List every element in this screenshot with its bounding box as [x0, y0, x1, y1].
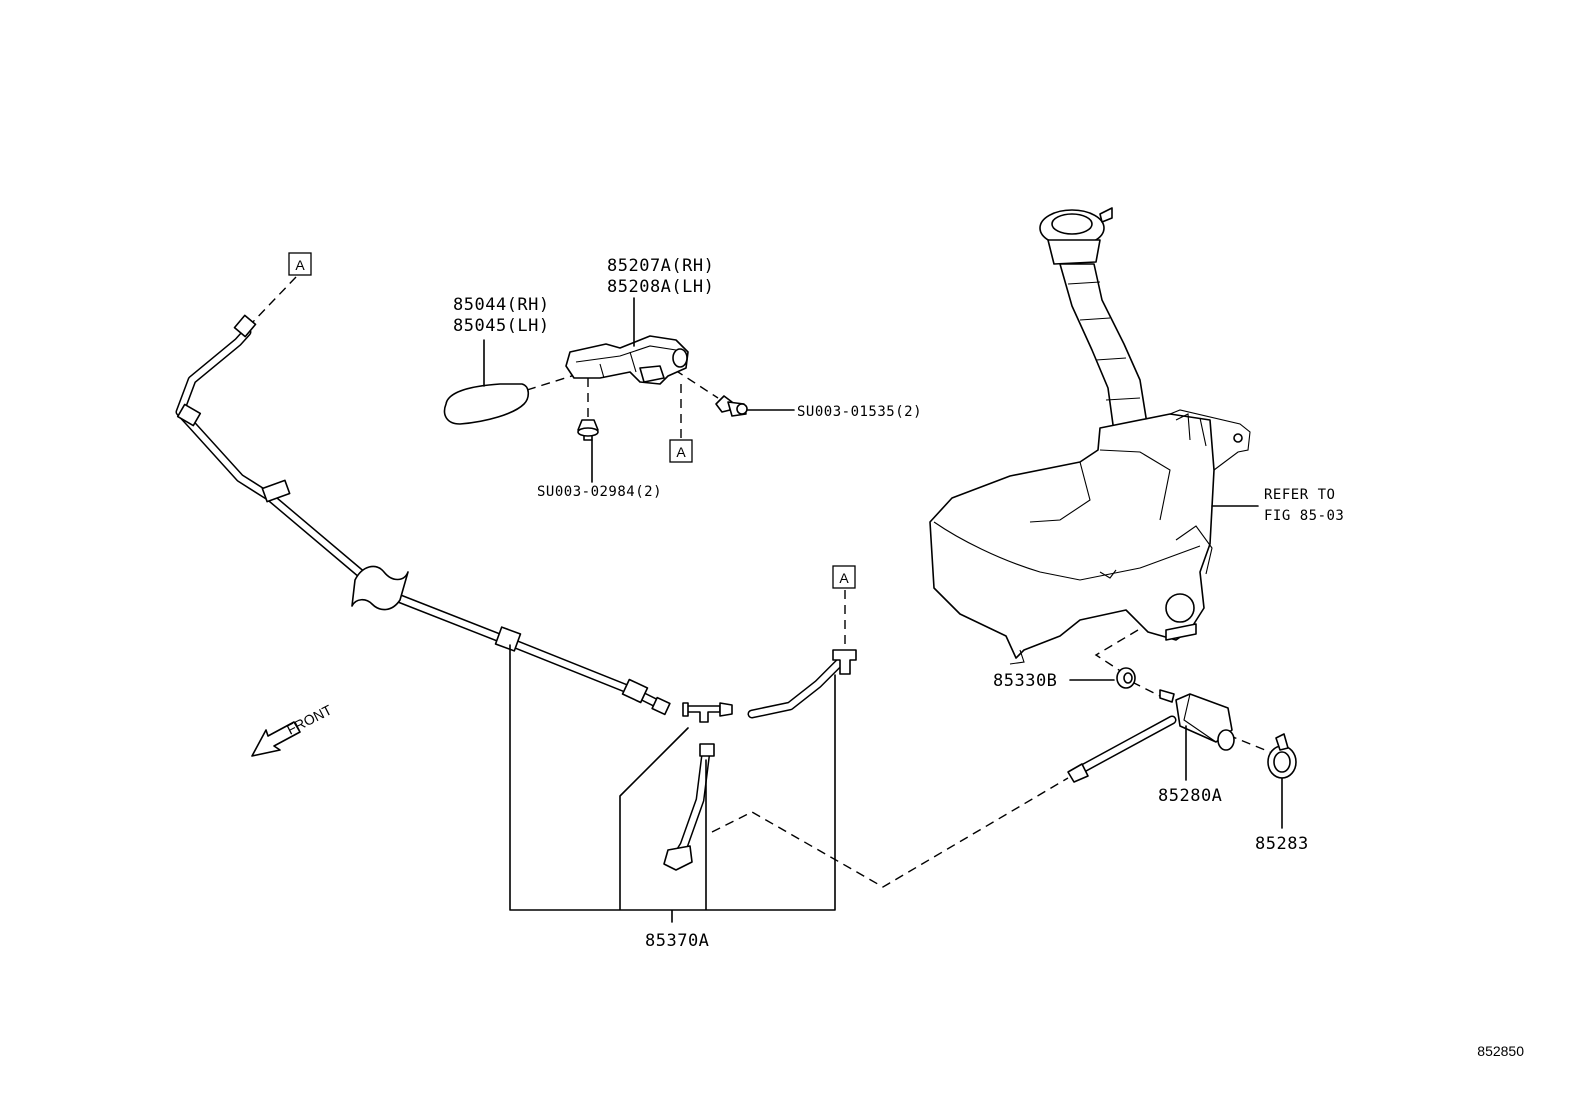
label-refer-line2: FIG 85-03	[1264, 508, 1344, 524]
washer-pump	[1067, 689, 1235, 783]
hose-t-joint	[682, 702, 733, 723]
dash-tank-grommet	[1094, 629, 1139, 673]
clip	[577, 419, 599, 441]
leader-hose-assembly	[509, 644, 836, 923]
grommet	[1116, 667, 1136, 689]
label-clamp: 85283	[1255, 834, 1309, 854]
label-clip: SU003-02984(2)	[537, 484, 662, 500]
label-cover-rh: 85044(RH)	[453, 295, 550, 315]
washer-tank	[929, 207, 1251, 665]
label-cover-lh: 85045(LH)	[453, 316, 550, 336]
ref-box-a-top: A	[288, 252, 312, 276]
bolt	[715, 395, 748, 417]
figure-number: 852850	[1477, 1043, 1524, 1059]
ref-box-a-right: A	[832, 565, 856, 589]
headlamp-washer-cover	[443, 383, 530, 425]
ref-box-a-middle: A	[669, 439, 693, 463]
dash-nozzle-bolt	[674, 369, 719, 399]
washer-nozzle	[565, 335, 689, 385]
front-arrow: FRONT	[251, 701, 335, 757]
label-bolt: SU003-01535(2)	[797, 404, 922, 420]
dash-pump-clamp	[1227, 734, 1271, 753]
label-pump: 85280A	[1158, 786, 1222, 806]
hose-right-short	[747, 649, 857, 719]
label-hose-assembly: 85370A	[645, 931, 709, 951]
pump-clamp	[1267, 733, 1297, 779]
washer-hose-long	[175, 314, 671, 716]
dash-main-route	[711, 777, 1069, 888]
label-washer-nozzle-lh: 85208A(LH)	[607, 277, 714, 297]
hose-down-short	[663, 743, 715, 871]
label-refer-line1: REFER TO	[1264, 487, 1335, 503]
ref-box-label: A	[295, 257, 305, 273]
label-washer-nozzle-rh: 85207A(RH)	[607, 256, 714, 276]
ref-box-label: A	[676, 444, 686, 460]
dash-top-a	[249, 276, 297, 326]
label-grommet: 85330B	[993, 671, 1057, 691]
ref-box-label: A	[839, 570, 849, 586]
front-label: FRONT	[284, 701, 335, 737]
dash-cover-nozzle	[526, 373, 579, 391]
